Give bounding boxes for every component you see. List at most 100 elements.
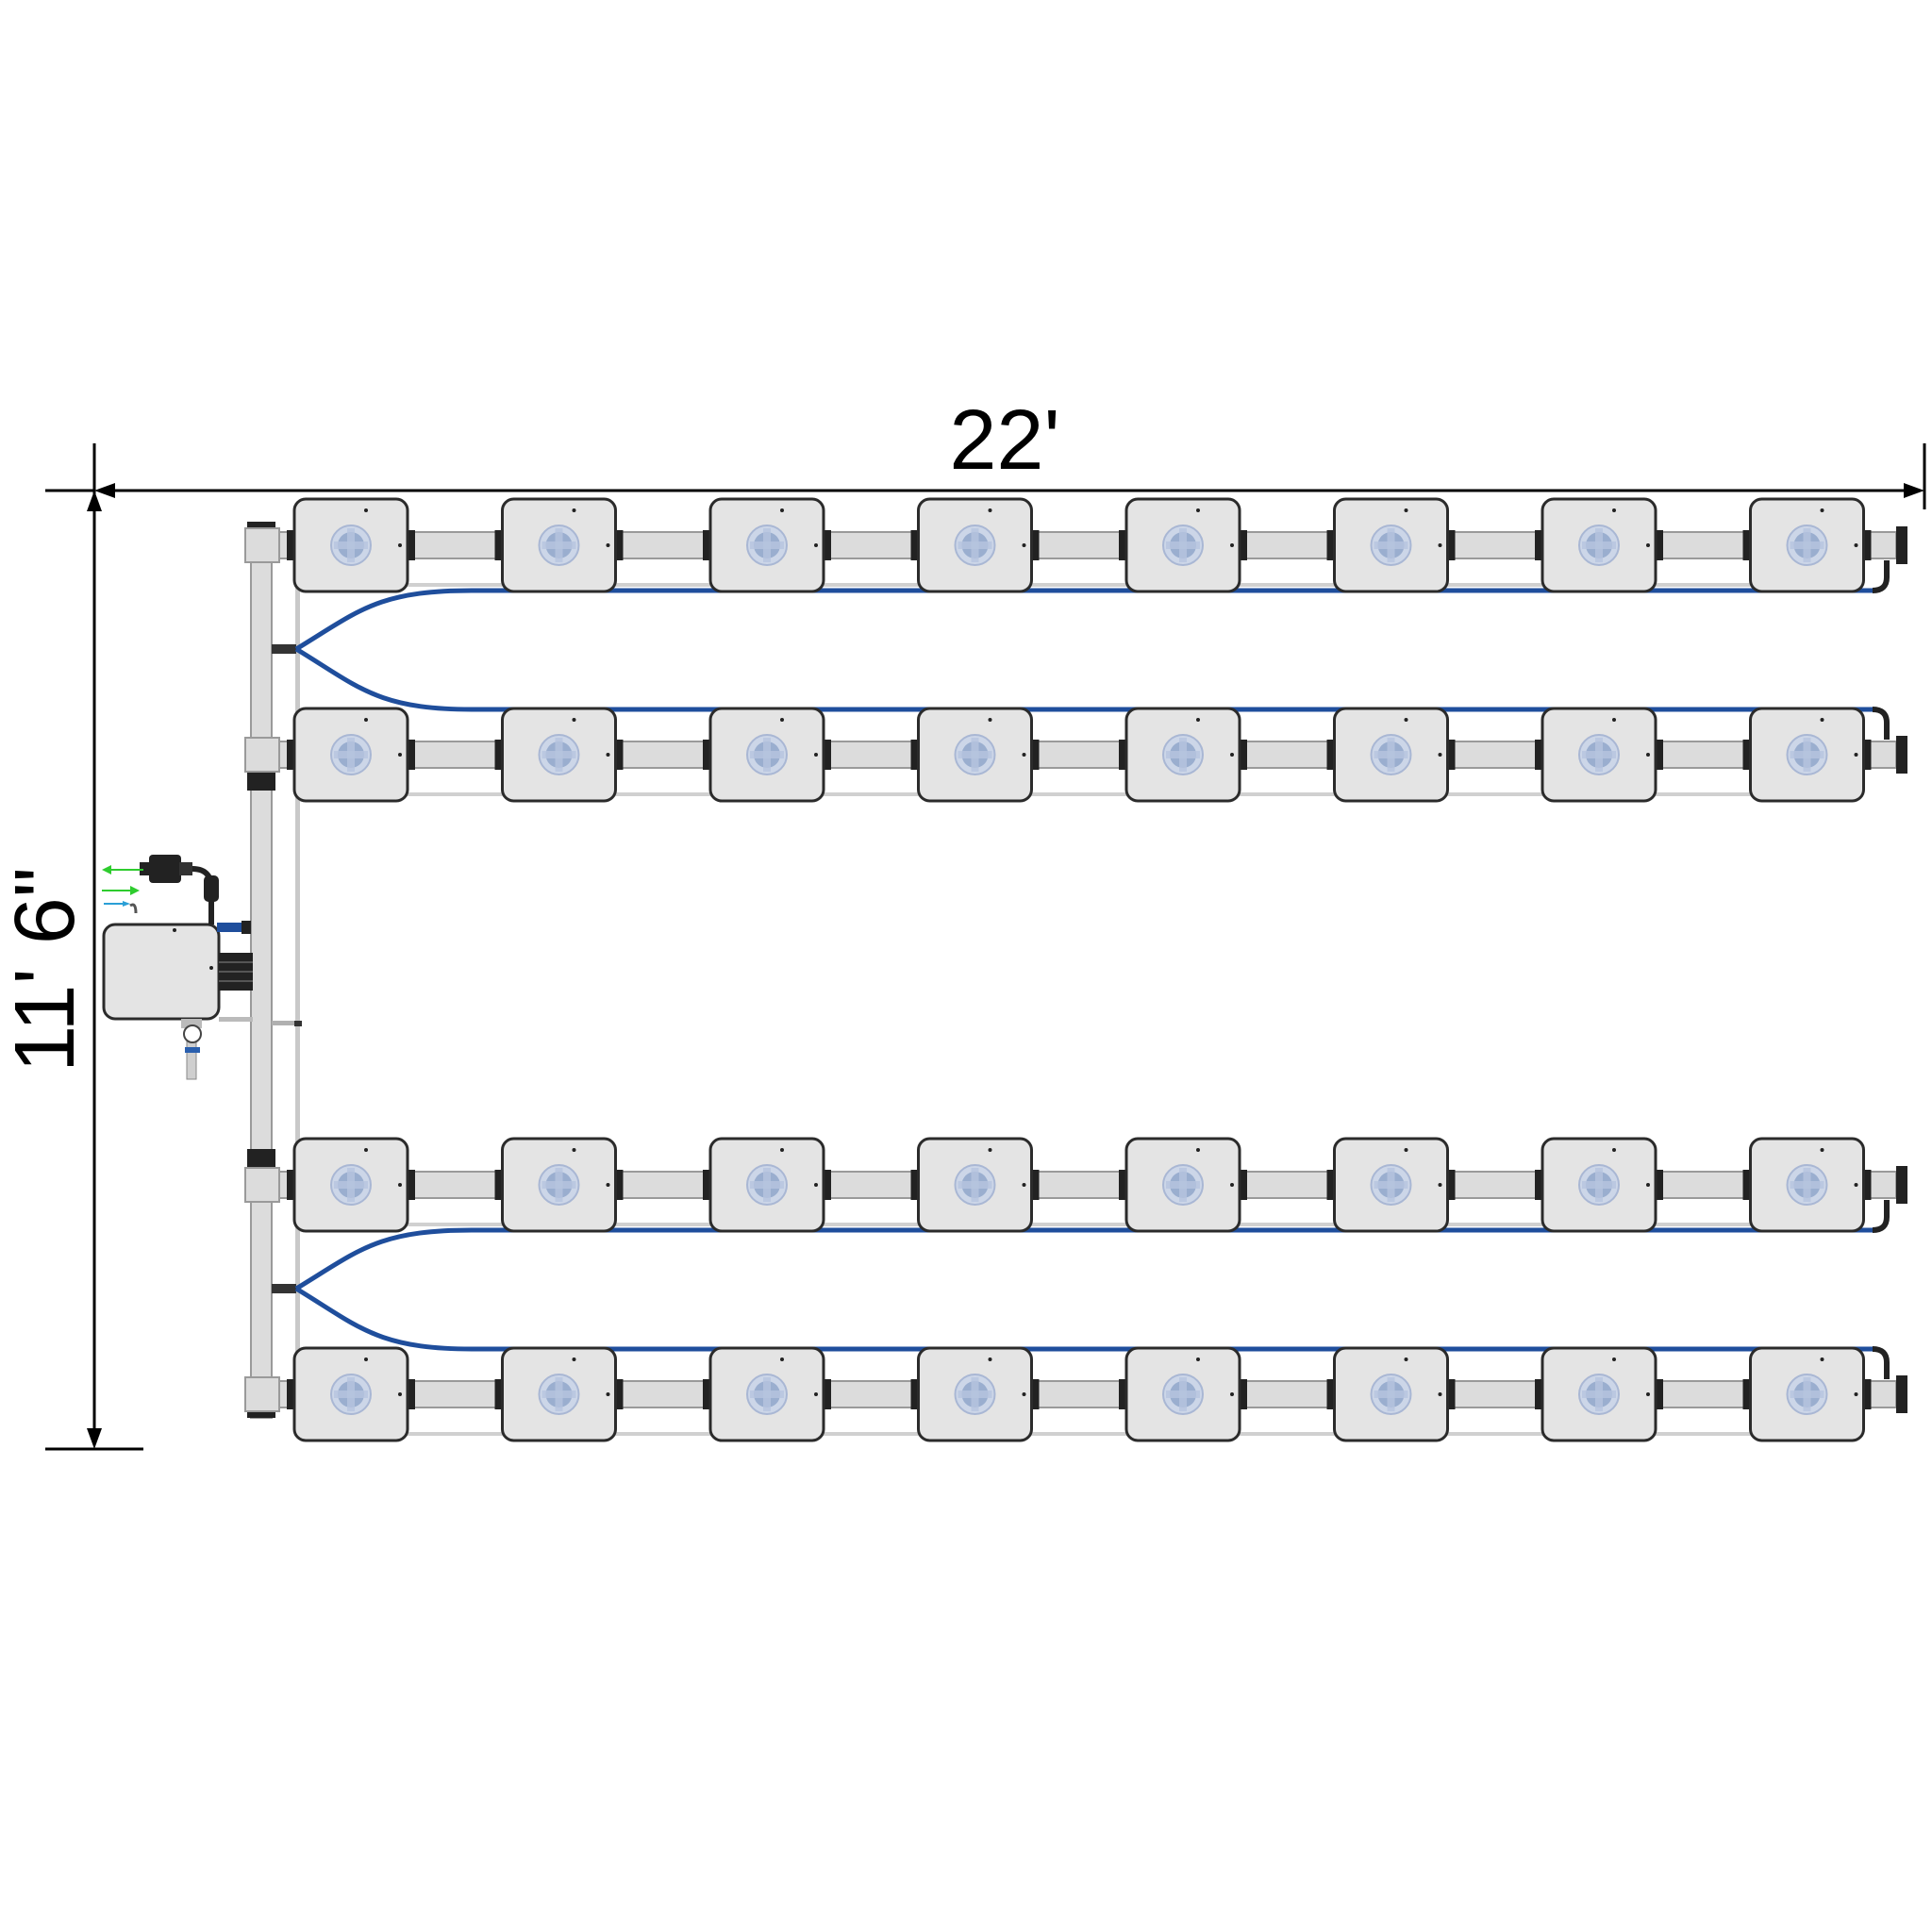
module-dot (1612, 1357, 1616, 1361)
lid-rib (750, 541, 784, 549)
grow-module-icon (1119, 1137, 1247, 1233)
end-cap (1896, 736, 1907, 774)
coupler (703, 740, 710, 770)
height-dimension: 11' 6" (0, 491, 143, 1451)
module-dot (1022, 1392, 1026, 1396)
coupler (703, 1379, 710, 1409)
coupler (1656, 1379, 1663, 1409)
module-dot (1646, 1392, 1650, 1396)
grow-module-icon (1742, 497, 1872, 593)
coupler (1240, 740, 1247, 770)
grow-module-icon (1742, 1137, 1872, 1233)
grow-module-icon (287, 1346, 415, 1442)
manifold-tee (244, 737, 280, 773)
coupler (615, 1170, 624, 1200)
grow-module-icon (287, 707, 415, 803)
height-dimension-label: 11' 6" (0, 867, 92, 1073)
row-rail (294, 583, 1860, 587)
coupler (287, 740, 294, 770)
grow-module-icon (287, 1137, 415, 1233)
coupler (824, 530, 831, 560)
lid-rib (1166, 1181, 1200, 1189)
coupler (1535, 530, 1542, 560)
coupler (1326, 1170, 1335, 1200)
lid-rib (958, 751, 992, 758)
module-dot (1196, 508, 1200, 512)
grow-module-icon (703, 1346, 831, 1442)
coupler (1656, 530, 1663, 560)
module-row (244, 707, 1907, 803)
coupler (910, 1170, 919, 1200)
coupler (910, 1379, 919, 1409)
coupler (1863, 1379, 1872, 1409)
grow-module-icon (703, 497, 831, 593)
module-dot (988, 1148, 992, 1152)
hose-elbow (1872, 707, 1890, 740)
grow-module-icon (1535, 497, 1663, 593)
module-dot (1854, 1392, 1858, 1396)
module-dot (1820, 1357, 1824, 1361)
row-rail (294, 792, 1860, 796)
coupler (910, 740, 919, 770)
end-cap (1896, 526, 1907, 564)
manifold-tee (244, 1376, 280, 1412)
lid-rib (1582, 1181, 1616, 1189)
module-row (244, 497, 1907, 593)
coupler (1240, 530, 1247, 560)
grow-module-icon (1535, 707, 1663, 803)
coupler (1326, 530, 1335, 560)
grow-module-icon (1742, 1346, 1872, 1442)
module-dot (1438, 543, 1442, 547)
grow-module-icon (910, 497, 1040, 593)
supply-hoses (272, 560, 1890, 1379)
coupler (1326, 740, 1335, 770)
coupler (910, 530, 919, 560)
module-dot (364, 508, 368, 512)
grow-module-icon (703, 707, 831, 803)
pump-icon (140, 855, 251, 934)
lid-rib (541, 1181, 576, 1189)
module-dot (814, 543, 818, 547)
coupler (703, 530, 710, 560)
end-cap (1896, 1375, 1907, 1413)
coupler (1656, 740, 1663, 770)
module-dot (1646, 1183, 1650, 1187)
module-row (244, 1346, 1907, 1442)
coupler (494, 530, 503, 560)
coupler (824, 740, 831, 770)
coupler (408, 530, 415, 560)
supply-hose (294, 1227, 1873, 1291)
grow-module-icon (1119, 707, 1247, 803)
module-dot (1438, 1392, 1442, 1396)
coupler (703, 1170, 710, 1200)
width-dimension: 22' (45, 393, 1926, 509)
coupler (1119, 1170, 1126, 1200)
grow-module-icon (910, 1346, 1040, 1442)
pressure-gauge-icon (181, 1019, 202, 1080)
supply-hose (294, 1286, 1873, 1352)
lid-rib (958, 1181, 992, 1189)
supply-manifold (247, 522, 302, 1419)
grow-module-icon (494, 707, 624, 803)
coupler (1863, 530, 1872, 560)
module-row (244, 1137, 1907, 1233)
lid-rib (334, 751, 368, 758)
module-dot (1404, 718, 1408, 722)
coupler (287, 1170, 294, 1200)
coupler (615, 530, 624, 560)
lid-rib (750, 751, 784, 758)
module-dot (988, 718, 992, 722)
grow-module-icon (287, 497, 415, 593)
hose-elbow (1872, 1200, 1890, 1233)
module-dot (1022, 543, 1026, 547)
lid-rib (1166, 751, 1200, 758)
module-dot (1646, 543, 1650, 547)
lid-rib (750, 1391, 784, 1398)
coupler (1535, 1379, 1542, 1409)
grow-module-icon (703, 1137, 831, 1233)
module-dot (398, 1183, 402, 1187)
module-dot (1196, 1357, 1200, 1361)
module-dot (1612, 508, 1616, 512)
lid-rib (334, 1391, 368, 1398)
coupler (1119, 1379, 1126, 1409)
